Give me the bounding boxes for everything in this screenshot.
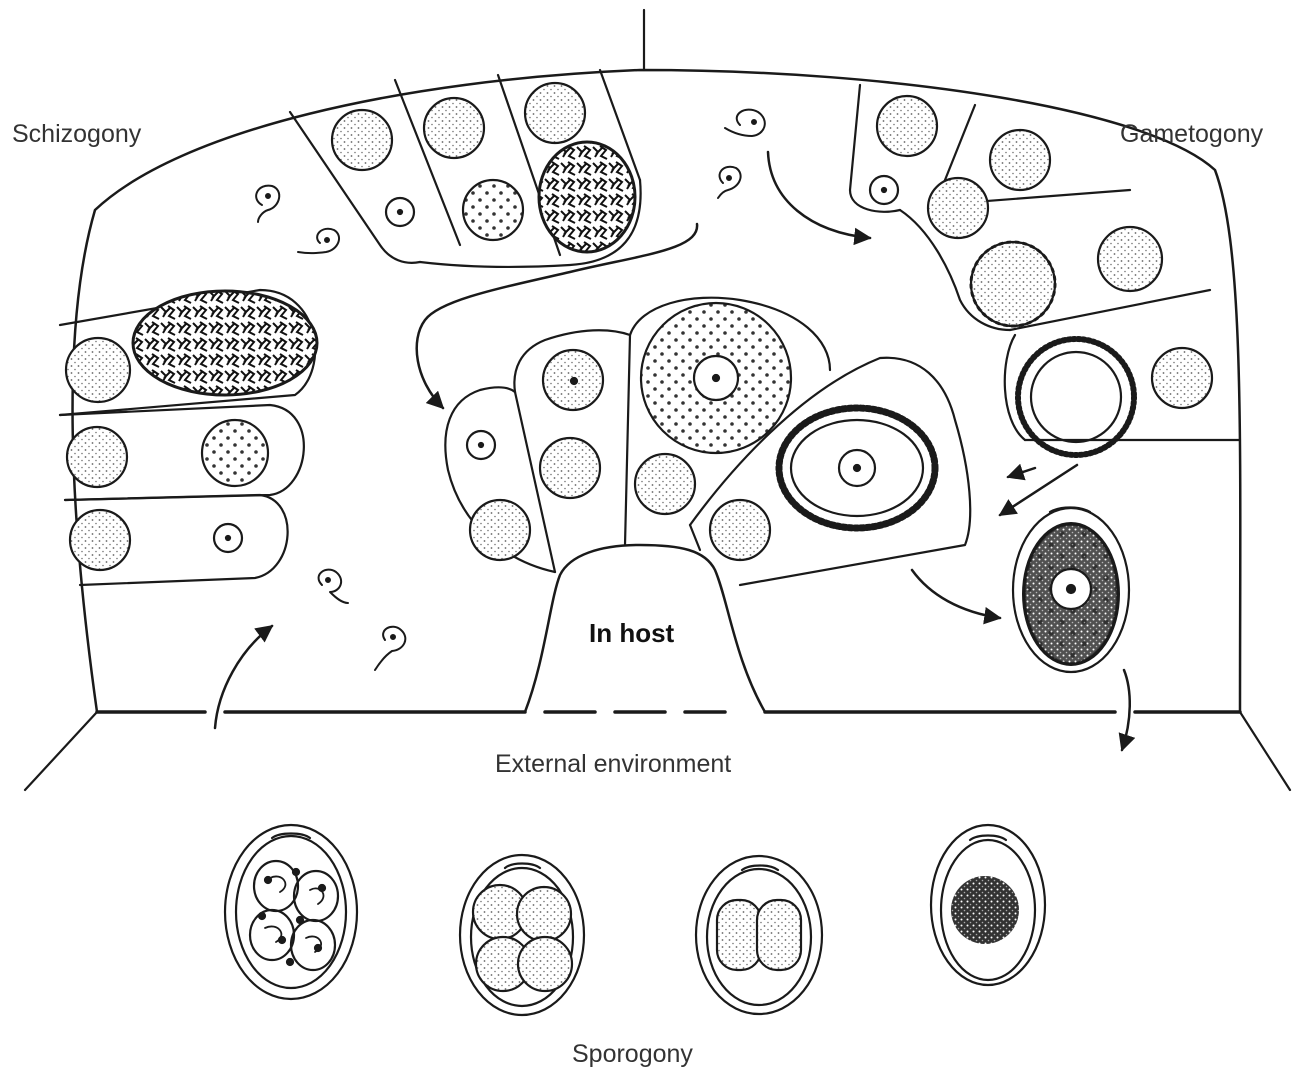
- external-environment-label: External environment: [495, 750, 731, 779]
- ground-left-slope: [25, 712, 97, 790]
- two-sporoblast-oocyst: [696, 856, 822, 1014]
- in-host-label: In host: [589, 618, 674, 649]
- arrows: [215, 152, 1130, 750]
- unsporulated-oocyst: [931, 825, 1045, 985]
- sporulated-oocyst: [225, 825, 357, 999]
- ground-right-slope: [1240, 712, 1290, 790]
- sporogony-oocysts: [225, 825, 1045, 1015]
- sporogony-label: Sporogony: [572, 1040, 693, 1069]
- gametogony-label: Gametogony: [1120, 120, 1263, 149]
- schizogony-left-cells: [60, 290, 317, 585]
- four-sporocyst-oocyst: [460, 855, 584, 1015]
- central-rosette: [445, 298, 970, 585]
- schizogony-label: Schizogony: [12, 120, 141, 149]
- schizogony-top-cells: [290, 70, 641, 267]
- unsporulated-oocyst-in-host: [1013, 508, 1129, 673]
